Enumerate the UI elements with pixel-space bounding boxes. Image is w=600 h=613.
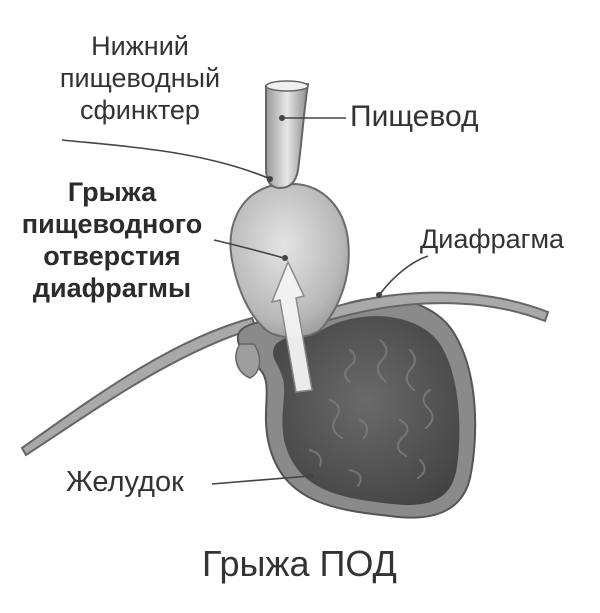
label-hernia: Грыжа пищеводного отверстия диафрагмы — [6, 176, 218, 304]
leader-hernia-dot — [282, 255, 288, 261]
label-hernia-line-3: отверстия — [43, 241, 181, 271]
leader-stomach — [211, 475, 311, 485]
label-esophagus: Пищевод — [350, 100, 479, 133]
label-hernia-line-4: диафрагмы — [32, 273, 192, 303]
leader-sphincter — [61, 139, 269, 179]
label-hernia-line-2: пищеводного — [21, 209, 203, 239]
label-stomach: Желудок — [66, 466, 184, 498]
label-sphincter: Нижний пищеводный сфинктер — [40, 30, 240, 126]
stomach-rugae — [309, 339, 434, 487]
leader-lines — [61, 115, 429, 485]
label-hernia-line-1: Грыжа — [67, 177, 157, 207]
diaphragm-right — [310, 291, 550, 326]
diaphragm-left — [20, 316, 258, 457]
hiatus-tissue — [235, 343, 261, 379]
label-diaphragm: Диафрагма — [420, 224, 565, 254]
leader-hernia — [213, 239, 285, 259]
figure-caption: Грыжа ПОД — [202, 543, 397, 584]
esophagus-tube — [264, 82, 310, 190]
label-sphincter-line-1: Нижний — [91, 31, 189, 61]
esophagus-opening — [265, 80, 309, 92]
label-sphincter-line-2: пищеводный — [59, 63, 221, 93]
leader-sphincter-dot — [267, 176, 273, 182]
label-sphincter-line-3: сфинктер — [80, 95, 200, 125]
displacement-arrow — [270, 260, 313, 393]
leader-stomach-dot — [308, 473, 314, 479]
leader-esophagus-dot — [279, 115, 285, 121]
leader-diaphragm-dot — [376, 292, 382, 298]
leader-diaphragm — [379, 255, 429, 295]
